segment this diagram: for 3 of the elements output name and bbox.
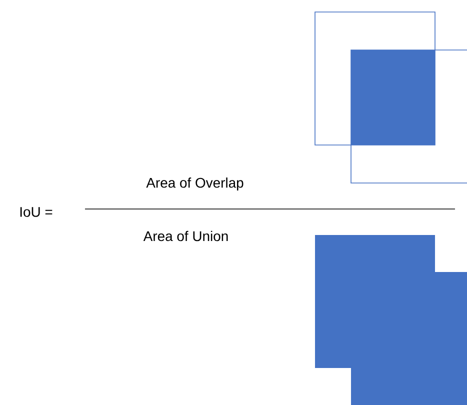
denominator-label: Area of Union [143, 230, 228, 242]
equation-label: IoU = [20, 207, 52, 217]
numerator-label: Area of Overlap [146, 178, 244, 190]
